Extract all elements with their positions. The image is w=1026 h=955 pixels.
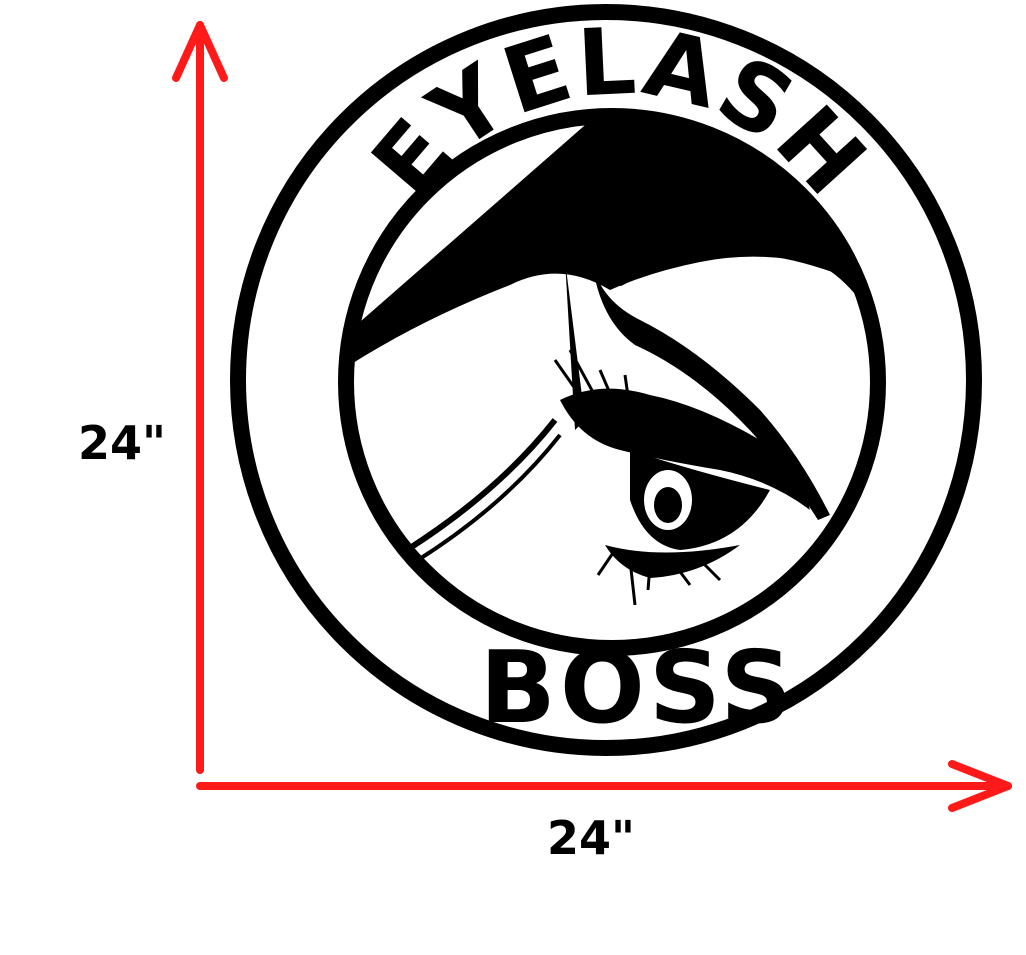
outer-ring	[230, 4, 982, 756]
height-dimension-label: 24"	[78, 416, 166, 470]
inner-ring	[338, 108, 886, 656]
sign-bottom-text: BOSS	[480, 629, 797, 746]
width-arrow	[196, 760, 1012, 812]
eye-artwork	[347, 117, 860, 606]
width-dimension-label: 24"	[547, 811, 635, 865]
height-arrow	[172, 21, 228, 774]
